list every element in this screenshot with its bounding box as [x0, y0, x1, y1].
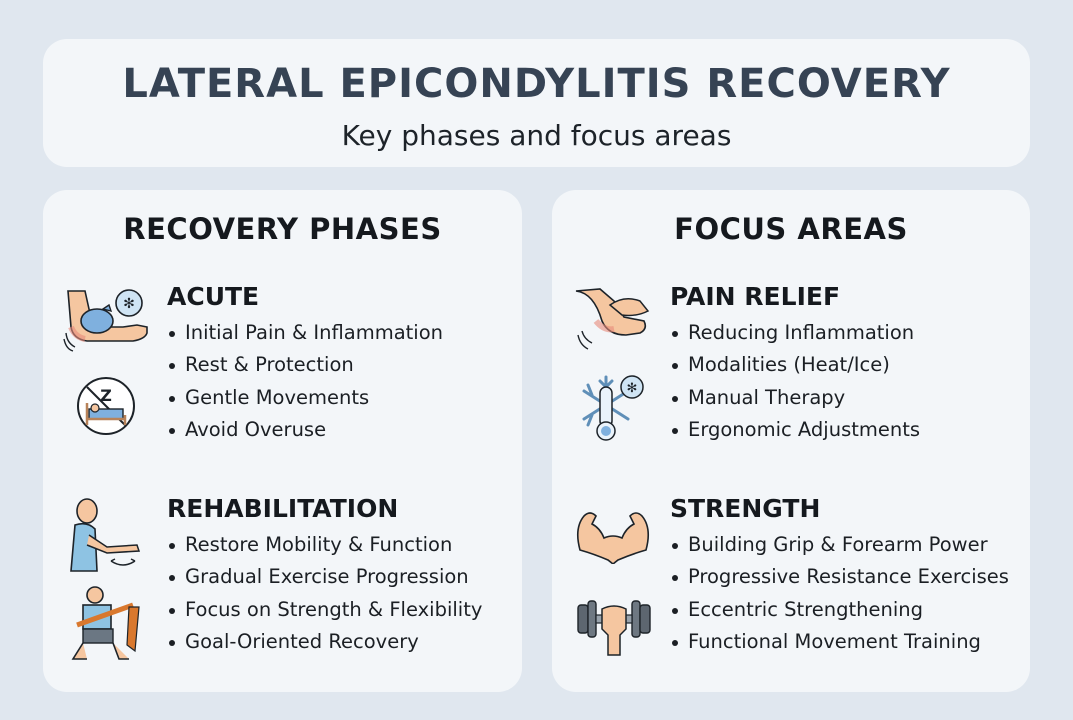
list-item: Gentle Movements: [167, 382, 443, 414]
section-acute: ACUTE Initial Pain & Inflammation Rest &…: [167, 282, 443, 447]
list-item: Restore Mobility & Function: [167, 529, 482, 561]
bullet-list: Building Grip & Forearm Power Progressiv…: [670, 529, 1009, 659]
list-item: Reducing Inflammation: [670, 317, 920, 349]
list-item: Eccentric Strengthening: [670, 594, 1009, 626]
section-title: REHABILITATION: [167, 494, 399, 523]
list-item: Ergonomic Adjustments: [670, 414, 920, 446]
section-pain-relief: PAIN RELIEF Reducing Inflammation Modali…: [670, 282, 920, 447]
snowflake-thermometer-icon: ✻: [582, 375, 644, 441]
list-item: Rest & Protection: [167, 349, 443, 381]
page-subtitle: Key phases and focus areas: [341, 119, 732, 152]
panel-title: RECOVERY PHASES: [123, 212, 442, 246]
svg-text:✻: ✻: [123, 296, 135, 312]
section-strength: STRENGTH Building Grip & Forearm Power P…: [670, 494, 1009, 659]
list-item: Functional Movement Training: [670, 626, 1009, 658]
page-title: LATERAL EPICONDYLITIS RECOVERY: [122, 61, 951, 107]
dumbbell-grip-icon: [577, 600, 651, 656]
bullet-list: Initial Pain & Inflammation Rest & Prote…: [167, 317, 443, 447]
recovery-phases-panel: RECOVERY PHASES ✻ Z ACUTE Initial Pain &…: [43, 190, 522, 692]
list-item: Progressive Resistance Exercises: [670, 561, 1009, 593]
header-card: LATERAL EPICONDYLITIS RECOVERY Key phase…: [43, 39, 1030, 167]
panel-title: FOCUS AREAS: [674, 212, 908, 246]
elbow-ice-pack-icon: ✻: [63, 289, 148, 352]
list-item: Initial Pain & Inflammation: [167, 317, 443, 349]
list-item: Focus on Strength & Flexibility: [167, 594, 482, 626]
svg-text:Z: Z: [100, 386, 112, 405]
section-title: PAIN RELIEF: [670, 282, 841, 311]
list-item: Modalities (Heat/Ice): [670, 349, 920, 381]
focus-areas-panel: FOCUS AREAS ✻ PAIN RELIEF Reducing Infla…: [552, 190, 1030, 692]
bullet-list: Reducing Inflammation Modalities (Heat/I…: [670, 317, 920, 447]
section-rehabilitation: REHABILITATION Restore Mobility & Functi…: [167, 494, 482, 659]
svg-text:✻: ✻: [627, 381, 638, 396]
bullet-list: Restore Mobility & Function Gradual Exer…: [167, 529, 482, 659]
list-item: Building Grip & Forearm Power: [670, 529, 1009, 561]
no-bed-rest-icon: Z: [77, 377, 135, 435]
forearm-massage-icon: [575, 288, 650, 350]
resistance-band-icon: [71, 586, 140, 660]
list-item: Manual Therapy: [670, 382, 920, 414]
arm-rotation-exercise-icon: [70, 498, 141, 572]
list-item: Goal-Oriented Recovery: [167, 626, 482, 658]
flexed-biceps-icon: [576, 512, 650, 564]
section-title: ACUTE: [167, 282, 260, 311]
section-title: STRENGTH: [670, 494, 821, 523]
list-item: Gradual Exercise Progression: [167, 561, 482, 593]
list-item: Avoid Overuse: [167, 414, 443, 446]
